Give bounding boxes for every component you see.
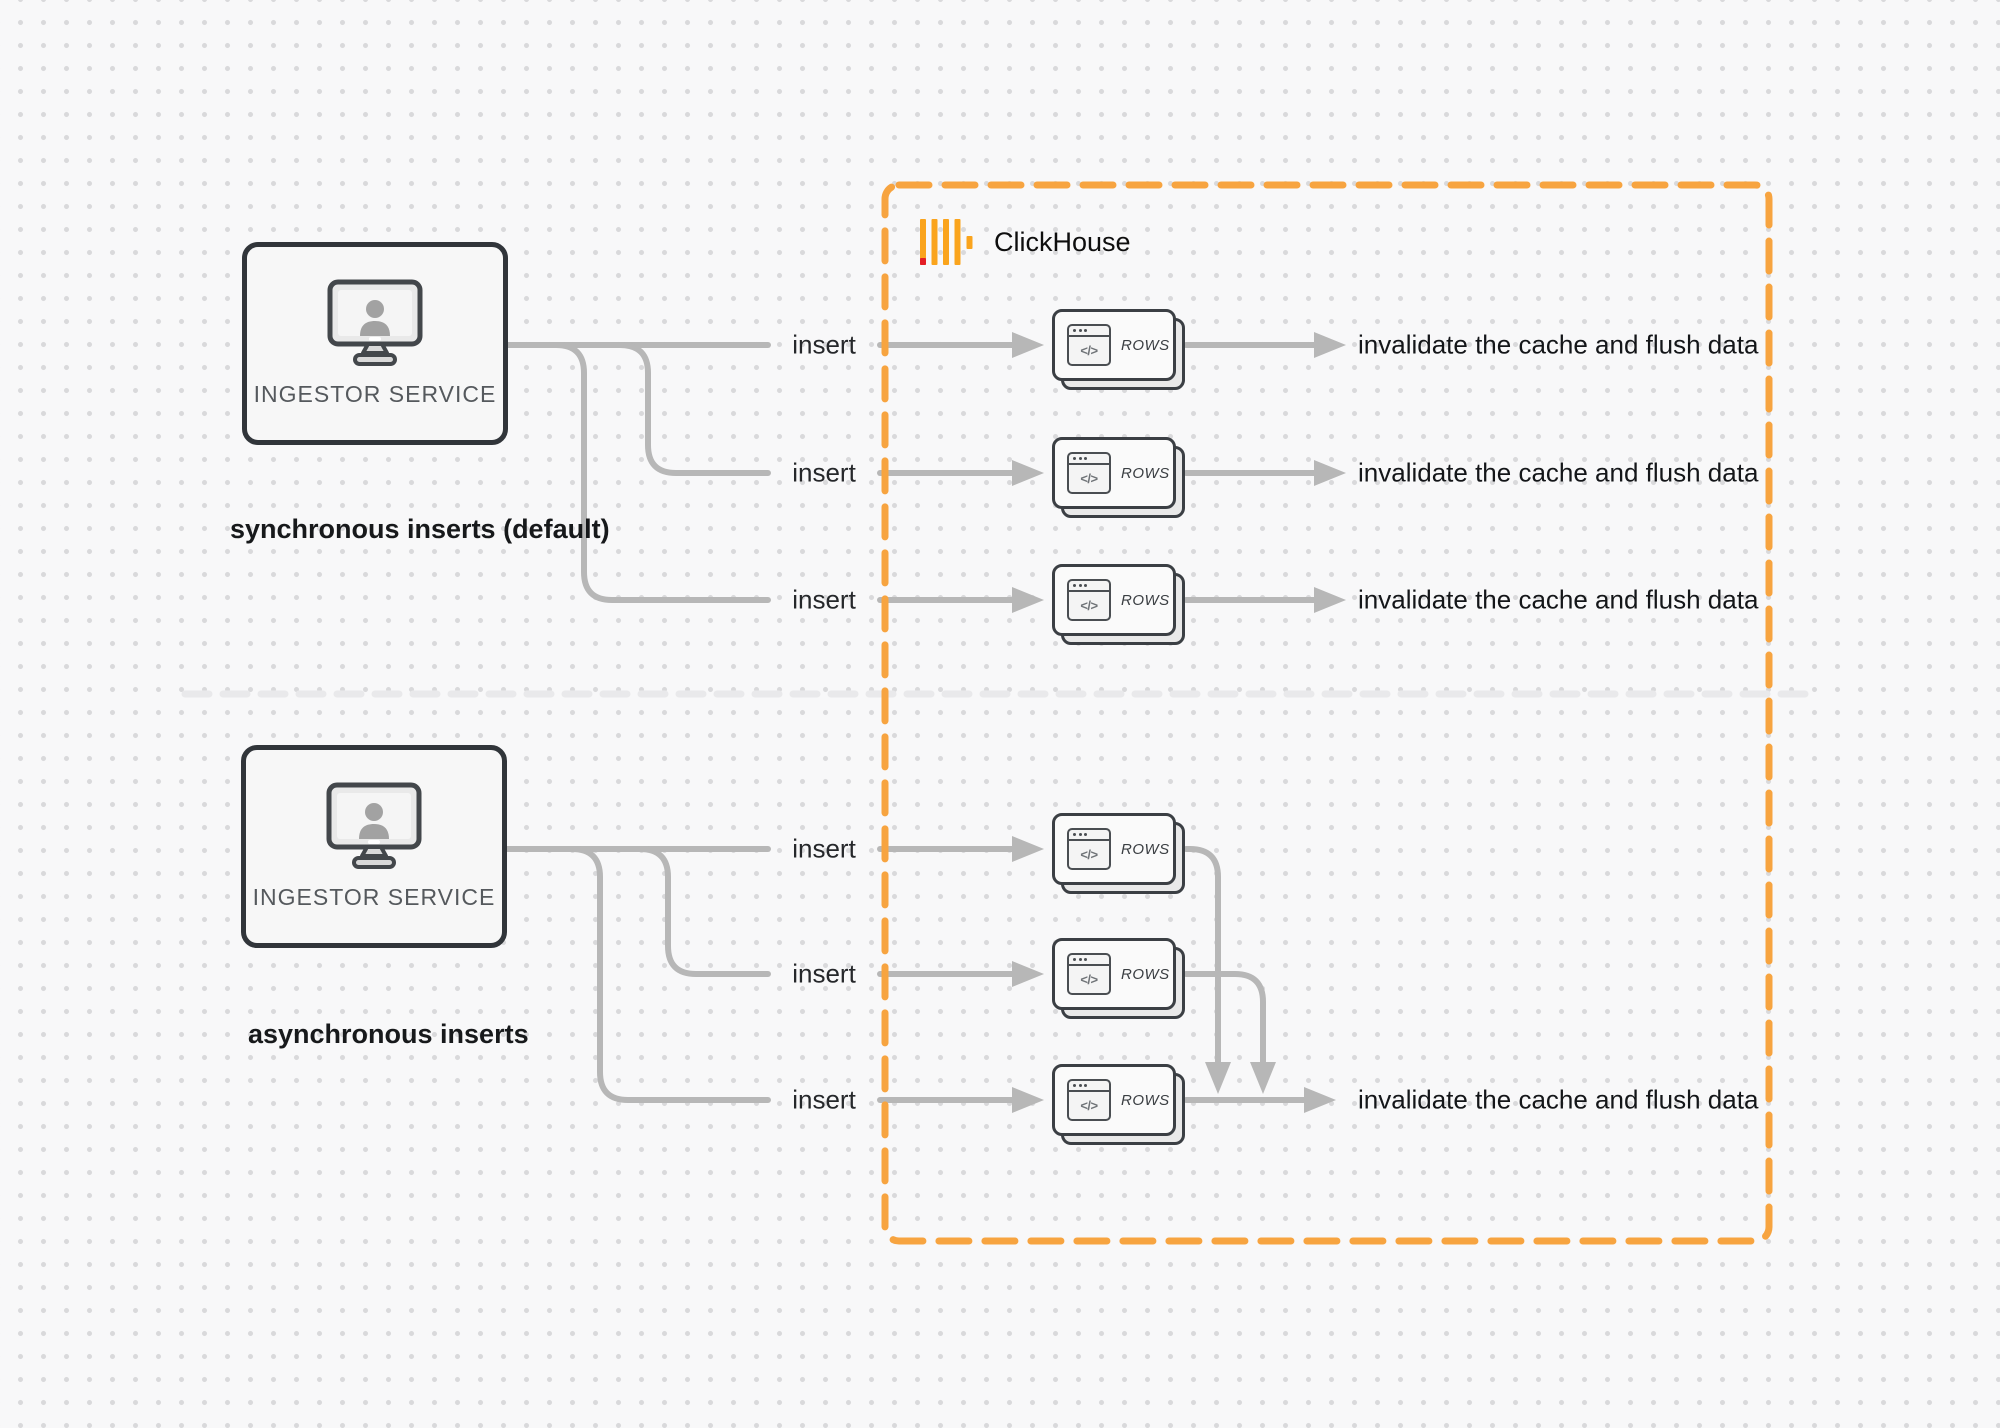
invalidate-label: invalidate the cache and flush data [1358, 584, 1759, 615]
arrowhead-icon [1012, 460, 1044, 486]
insert-label: insert [792, 1084, 856, 1115]
sync-ingestor-box: INGESTOR SERVICE [242, 242, 508, 445]
ingestor-service-label: INGESTOR SERVICE [252, 884, 496, 910]
code-glyph: </> [1080, 971, 1098, 987]
monitor-user-icon [326, 782, 422, 869]
insert-label: insert [792, 329, 856, 360]
arrowhead-down-icon [1250, 1062, 1276, 1094]
async-connector-row2-branch [504, 846, 771, 977]
clickhouse-logo: ClickHouse [920, 219, 1131, 266]
code-glyph: </> [1080, 597, 1098, 613]
insert-label: insert [792, 958, 856, 989]
arrowhead-icon [1314, 460, 1346, 486]
clickhouse-title: ClickHouse [994, 227, 1131, 257]
arrowhead-icon [1012, 961, 1044, 987]
arrowhead-icon [1304, 1087, 1336, 1113]
arrowhead-icon [1012, 836, 1044, 862]
rows-card-sync-2: </> ROWS [1052, 437, 1185, 518]
browser-window-icon: </> [1067, 579, 1111, 621]
browser-window-icon: </> [1067, 324, 1111, 366]
rows-label: ROWS [1121, 464, 1170, 482]
async-ingestor-box: INGESTOR SERVICE [241, 745, 507, 948]
invalidate-label: invalidate the cache and flush data [1358, 1084, 1759, 1115]
browser-window-icon: </> [1067, 452, 1111, 494]
rows-card-async-1: </> ROWS [1052, 813, 1185, 894]
rows-label: ROWS [1121, 840, 1170, 858]
person-icon [359, 803, 389, 839]
rows-label: ROWS [1121, 1091, 1170, 1109]
arrowhead-icon [1314, 332, 1346, 358]
ingestor-service-label: INGESTOR SERVICE [253, 381, 497, 407]
arrowhead-down-icon [1205, 1062, 1231, 1094]
rows-card-async-3: </> ROWS [1052, 1064, 1185, 1145]
insert-label: insert [792, 833, 856, 864]
rows-label: ROWS [1121, 591, 1170, 609]
sync-caption: synchronous inserts (default) [230, 514, 610, 544]
rows-card-sync-1: </> ROWS [1052, 309, 1185, 390]
sync-connector-row3-branch [505, 342, 771, 603]
arrowhead-icon [1012, 587, 1044, 613]
browser-window-icon: </> [1067, 828, 1111, 870]
sync-connector-row2-branch [505, 342, 771, 476]
code-glyph: </> [1080, 470, 1098, 486]
async-converge-line-2 [1183, 971, 1266, 1065]
clickhouse-boundary [881, 181, 1773, 1245]
invalidate-label: invalidate the cache and flush data [1358, 457, 1759, 488]
clickhouse-bars-icon [920, 219, 973, 265]
monitor-user-icon [327, 279, 423, 366]
person-icon [360, 300, 390, 336]
code-glyph: </> [1080, 1097, 1098, 1113]
arrowhead-icon [1314, 587, 1346, 613]
rows-card-sync-3: </> ROWS [1052, 564, 1185, 645]
arrowhead-icon [1012, 1087, 1044, 1113]
code-glyph: </> [1080, 846, 1098, 862]
invalidate-label: invalidate the cache and flush data [1358, 329, 1759, 360]
insert-label: insert [792, 584, 856, 615]
browser-window-icon: </> [1067, 953, 1111, 995]
async-converge-line-1 [1183, 846, 1221, 1065]
rows-label: ROWS [1121, 965, 1170, 983]
rows-label: ROWS [1121, 336, 1170, 354]
clickhouse-red-accent [920, 258, 926, 265]
code-glyph: </> [1080, 342, 1098, 358]
browser-window-icon: </> [1067, 1079, 1111, 1121]
rows-card-async-2: </> ROWS [1052, 938, 1185, 1019]
async-connector-row3-branch [504, 846, 771, 1103]
gray-connectors [504, 342, 1317, 1103]
arrowhead-icon [1012, 332, 1044, 358]
insert-label: insert [792, 457, 856, 488]
arrowheads [1012, 332, 1346, 1113]
async-caption: asynchronous inserts [248, 1019, 529, 1049]
